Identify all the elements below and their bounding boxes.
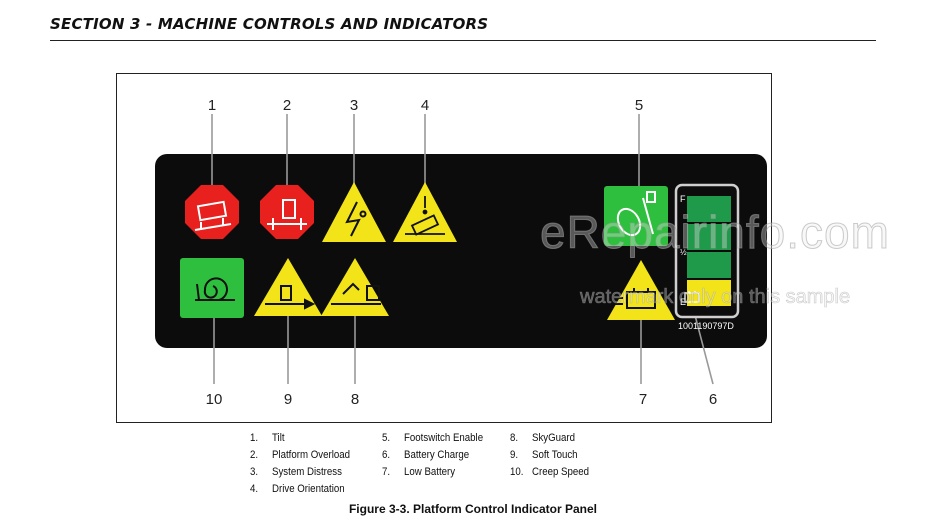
legend-column-2: 5.Footswitch Enable 6.Battery Charge 7.L… [382,430,483,481]
creep-speed-indicator [180,258,244,318]
callout-10: 10 [206,391,223,408]
legend-item: 3.System Distress [250,466,342,478]
legend-item: 5.Footswitch Enable [382,432,484,444]
callout-leaders [211,114,714,385]
snail-icon [195,277,235,301]
gauge-label-half: ½ [680,248,687,257]
drive-orientation-indicator [393,182,457,242]
system-distress-indicator [322,182,386,242]
callout-5: 5 [635,97,643,114]
section-title: SECTION 3 - MACHINE CONTROLS AND INDICAT… [50,15,489,33]
gauge-segment-1 [687,196,731,222]
callout-6: 6 [709,391,717,408]
system-distress-icon [345,201,367,237]
legend-item: 6.Battery Charge [382,449,470,461]
gauge-label-full: F [680,194,686,204]
battery-small-icon [684,291,700,303]
callout-9: 9 [284,391,292,408]
callout-2: 2 [283,97,291,114]
callout-3: 3 [350,97,358,114]
soft-touch-indicator [254,258,322,316]
soft-touch-icon [265,285,316,310]
tilt-indicator [185,185,239,239]
indicator-panel-diagram: F ½ E 1001190797D 1 2 3 4 5 10 9 8 7 6 [155,97,767,408]
gauge-segment-2 [687,224,731,250]
legend-item: 9.Soft Touch [510,449,578,461]
legend-column-1: 1.Tilt 2.Platform Overload 3.System Dist… [250,430,350,498]
callout-1: 1 [208,97,216,114]
tilt-icon [194,200,232,231]
part-number: 1001190797D [678,321,734,331]
footswitch-icon [616,191,656,237]
figure-frame: F ½ E 1001190797D 1 2 3 4 5 10 9 8 7 6 [116,73,772,423]
legend-column-3: 8.SkyGuard 9.Soft Touch 10.Creep Speed [510,430,589,481]
battery-icon [615,288,656,309]
drive-orientation-icon [405,196,445,236]
platform-overload-indicator [260,185,314,239]
callout-8: 8 [351,391,359,408]
platform-overload-icon [267,199,307,230]
section-divider [50,40,876,41]
figure-caption: Figure 3-3. Platform Control Indicator P… [348,502,598,516]
legend-item: 10.Creep Speed [510,466,590,478]
battery-charge-gauge: F ½ E [674,183,740,319]
legend-item: 4.Drive Orientation [250,483,345,495]
legend-item: 1.Tilt [250,432,285,444]
watermark-note: watermark only on this sample [580,286,851,309]
skyguard-icon [331,282,381,305]
legend-item: 7.Low Battery [382,466,456,478]
watermark-site: eRepairinfo.com [540,206,890,259]
gauge-segment-3 [687,252,731,278]
legend-item: 2.Platform Overload [250,449,351,461]
footswitch-enable-indicator [604,186,668,246]
callout-7: 7 [639,391,647,408]
gauge-label-empty: E [680,297,686,307]
callout-4: 4 [421,97,429,114]
low-battery-indicator [607,260,675,320]
skyguard-indicator [321,258,389,316]
legend-item: 8.SkyGuard [510,432,576,444]
